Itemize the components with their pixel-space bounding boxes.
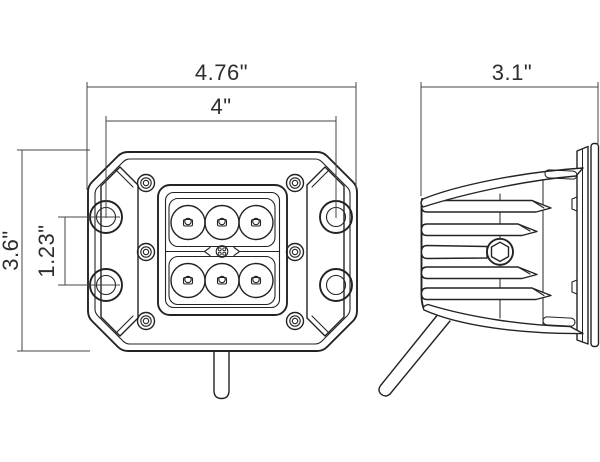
- dim-label-overall-width: 4.76": [195, 60, 248, 85]
- flange-notch-bottom: [571, 279, 578, 295]
- flange-rear-edge: [590, 142, 600, 348]
- power-wire-side: [378, 312, 451, 397]
- dimension-depth: 3.1": [420, 60, 599, 196]
- led-row-bottom: [168, 255, 276, 306]
- led-bezel-inner: [164, 191, 281, 309]
- dimension-mount-width: 4": [105, 94, 337, 218]
- right-wing-facet-bottom: [311, 315, 330, 334]
- left-wing-facet-top: [115, 169, 134, 188]
- led: [238, 262, 274, 299]
- led: [238, 204, 274, 241]
- power-wire-front: [213, 351, 230, 400]
- dimension-overall-width: 4.76": [86, 60, 357, 190]
- flange-outline-outer: [87, 151, 358, 352]
- heatsink-fins: [420, 199, 552, 301]
- wire-end-cap: [378, 384, 391, 397]
- bezel-screw: [285, 173, 305, 193]
- fin-short: [420, 244, 488, 260]
- heatsink-cap-bottom-lens: [542, 316, 576, 327]
- dim-label-hole-spacing: 1.23": [34, 224, 59, 277]
- dimensions: 4.76" 4" 3.6" 1.23" 3.1": [0, 60, 599, 352]
- flange-notch-top: [571, 196, 578, 212]
- bezel-screw: [136, 173, 156, 193]
- fin: [420, 266, 538, 280]
- fin: [420, 287, 552, 301]
- fin-facet: [517, 266, 531, 275]
- emblem-chevron-left-icon: [203, 246, 211, 257]
- bezel-screw: [136, 311, 156, 331]
- heatsink-cap-bottom: [422, 303, 584, 335]
- fin: [420, 223, 538, 237]
- led-row-frame: [168, 255, 276, 306]
- led-row-frame: [168, 197, 276, 248]
- heatsink-cap-top: [420, 167, 584, 208]
- side-view: [378, 142, 600, 397]
- dimension-overall-height: 3.6": [0, 149, 90, 352]
- front-view: [87, 151, 358, 400]
- bezel-screw: [136, 242, 156, 262]
- dim-label-mount-width: 4": [210, 94, 231, 119]
- led-row-top: [168, 197, 276, 248]
- dim-label-depth: 3.1": [492, 60, 532, 85]
- led-bezel-outer: [157, 184, 288, 316]
- dimension-hole-spacing: 1.23": [34, 216, 120, 286]
- dim-label-overall-height: 3.6": [0, 230, 23, 270]
- right-mount-wing: [306, 166, 345, 337]
- right-wing-facet-top: [311, 169, 330, 188]
- bezel-screw: [285, 311, 305, 331]
- fin-facet: [531, 287, 545, 297]
- fin-facet: [531, 199, 545, 209]
- emblem-chevron-right-icon: [233, 246, 241, 257]
- flange-outline-inner: [94, 158, 351, 345]
- hex-bolt: [486, 237, 514, 266]
- fin-facet: [517, 223, 531, 232]
- left-wing-facet-bottom: [115, 315, 134, 334]
- brand-emblem-icon: [165, 245, 280, 258]
- hex-bolt-head: [490, 241, 510, 263]
- mounting-hole-bottom-right: [319, 268, 353, 302]
- heatsink-cap-top-lens: [544, 169, 578, 180]
